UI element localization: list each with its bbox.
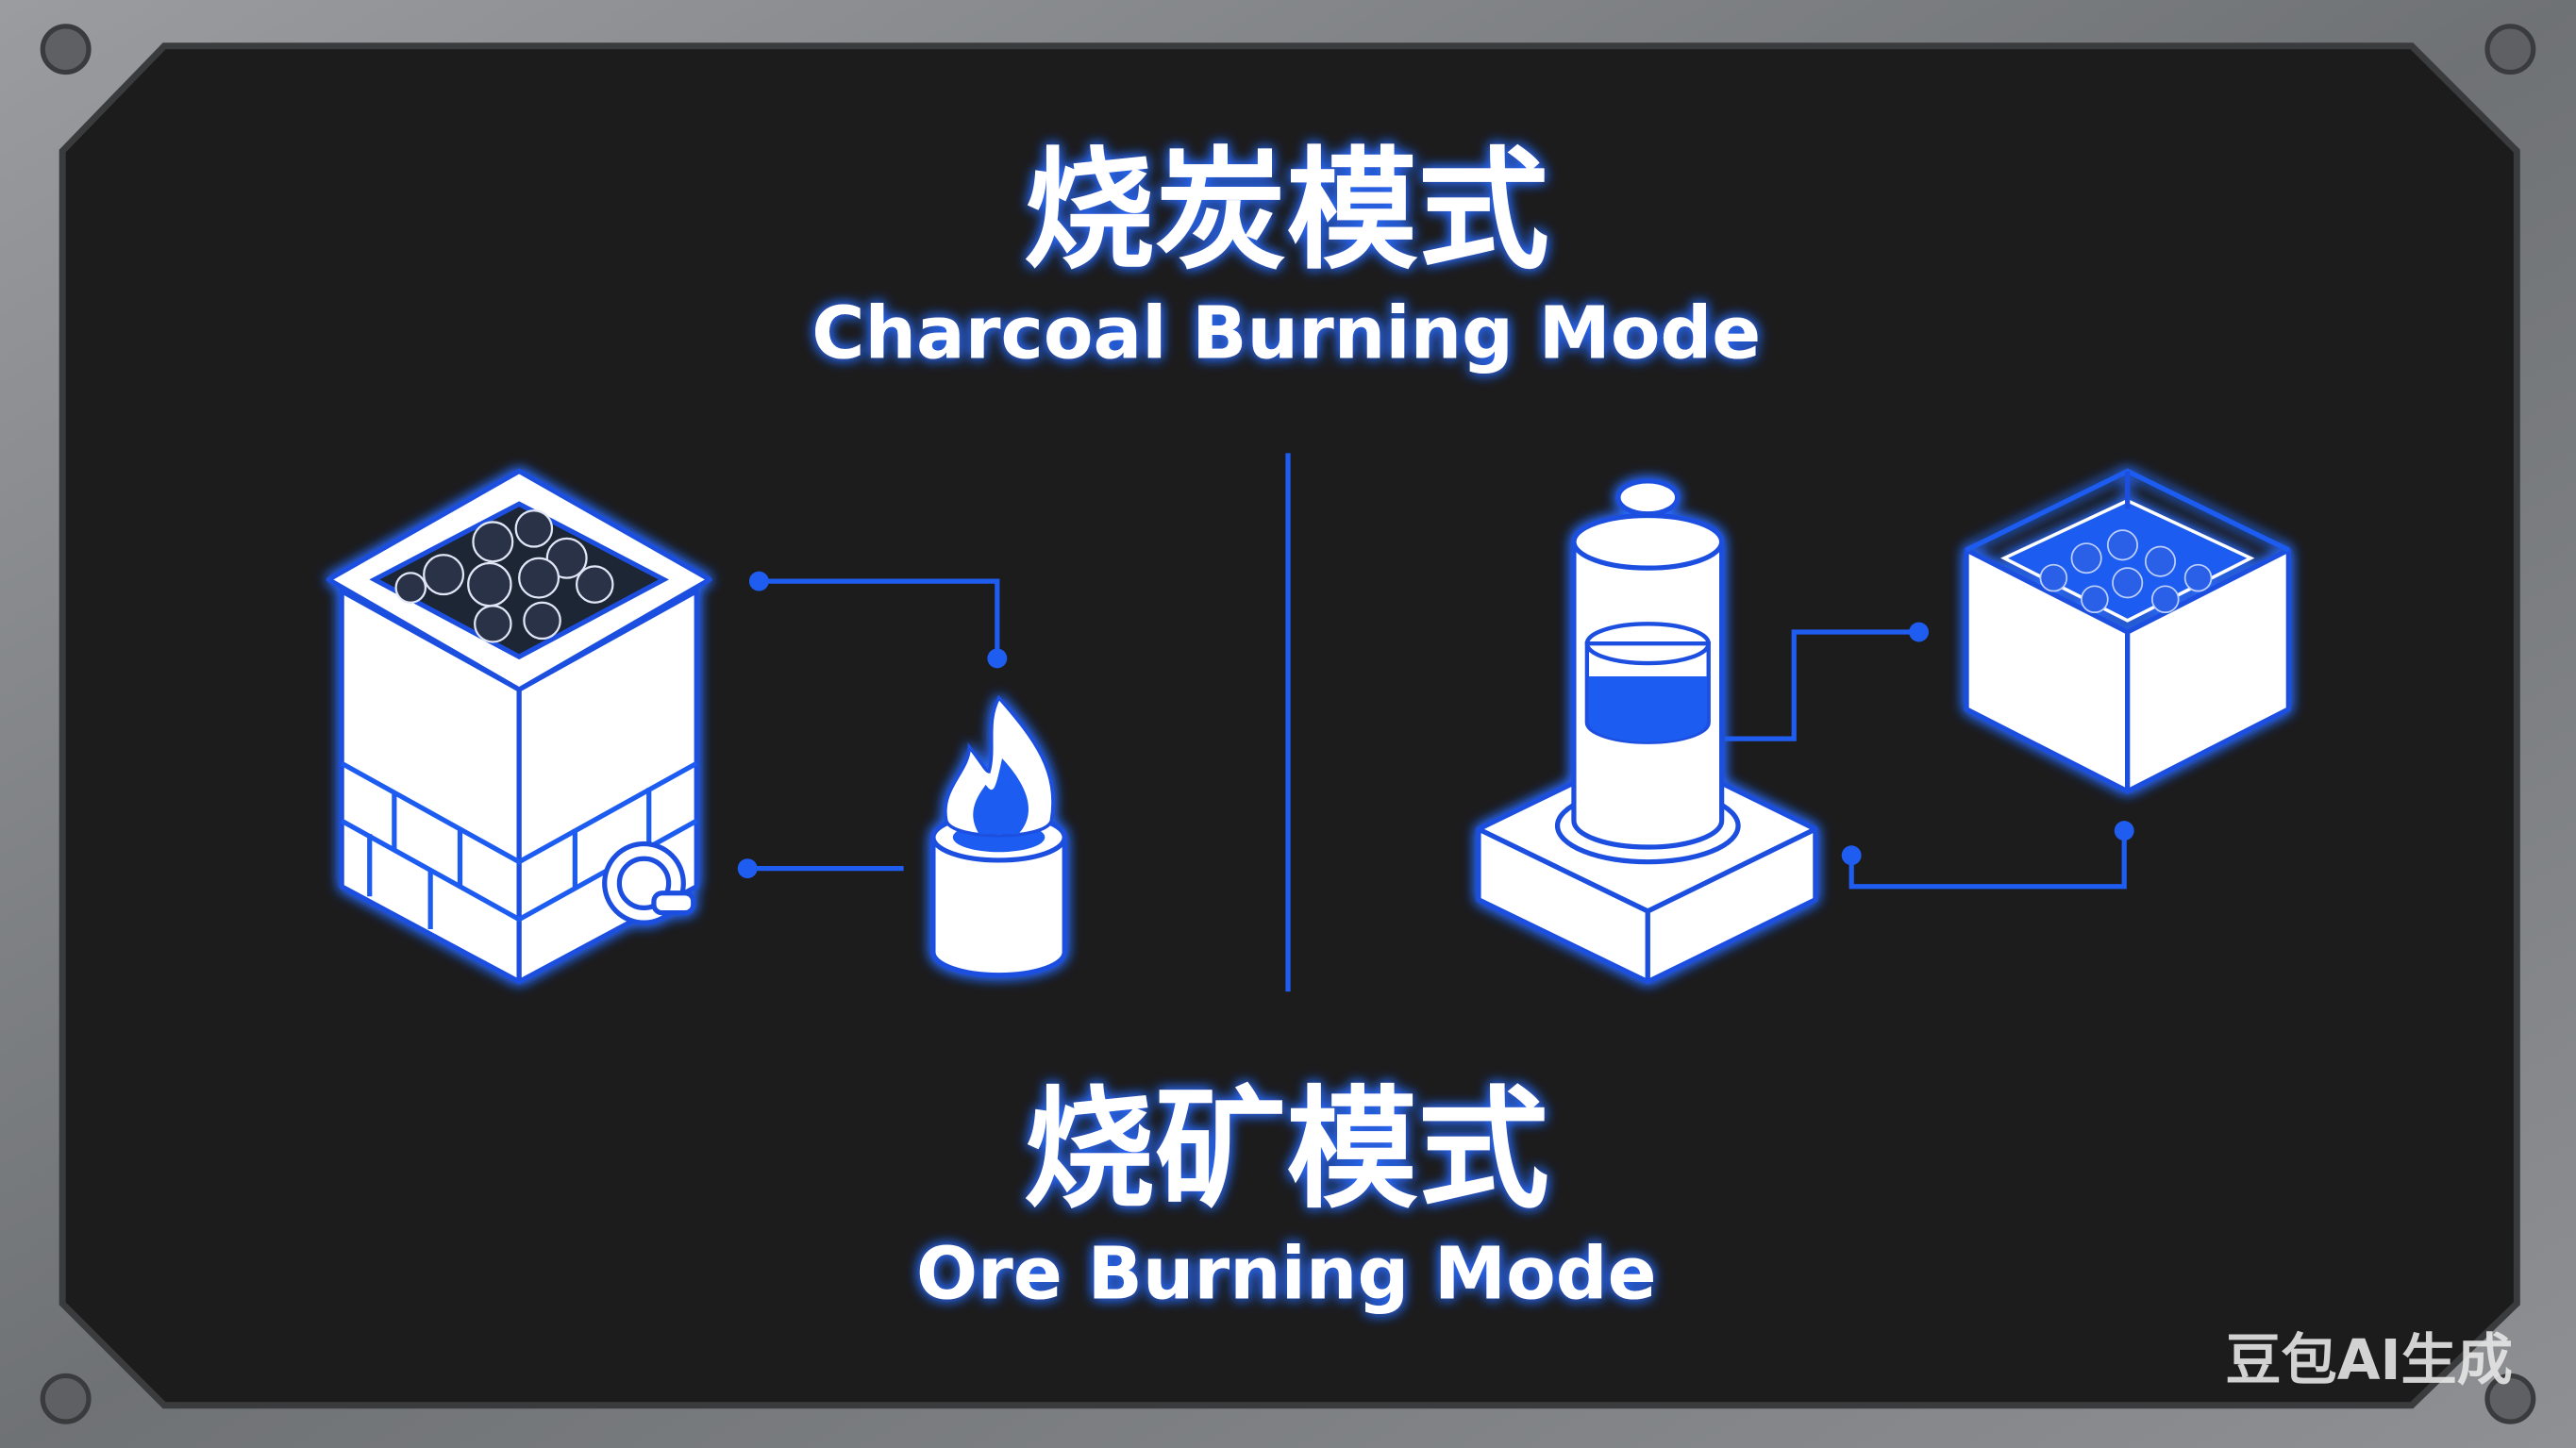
charcoal-kiln-icon [326,468,712,985]
bolt-icon [2484,24,2536,75]
bolt-icon [2484,1373,2536,1424]
connector-column-box [1725,622,1930,741]
connector-base-box [1841,821,2134,890]
ore-furnace-column-icon [1476,478,1818,985]
title-ore-en: Ore Burning Mode [916,1233,1657,1317]
title-ore-cn: 烧矿模式 [1024,1074,1549,1226]
bolt-icon [40,1373,92,1424]
watermark: 豆包AI生成 [2225,1327,2513,1392]
connector-kiln-bottom [737,858,904,879]
frame-bolts [40,24,2536,1424]
title-charcoal-cn: 烧炭模式 [1024,135,1549,288]
flame-burner-icon [930,694,1067,978]
title-charcoal-en: Charcoal Burning Mode [811,291,1761,375]
ore-crucible-box-icon [1964,468,2291,794]
connector-kiln-top [748,571,1008,669]
bolt-icon [40,24,92,75]
